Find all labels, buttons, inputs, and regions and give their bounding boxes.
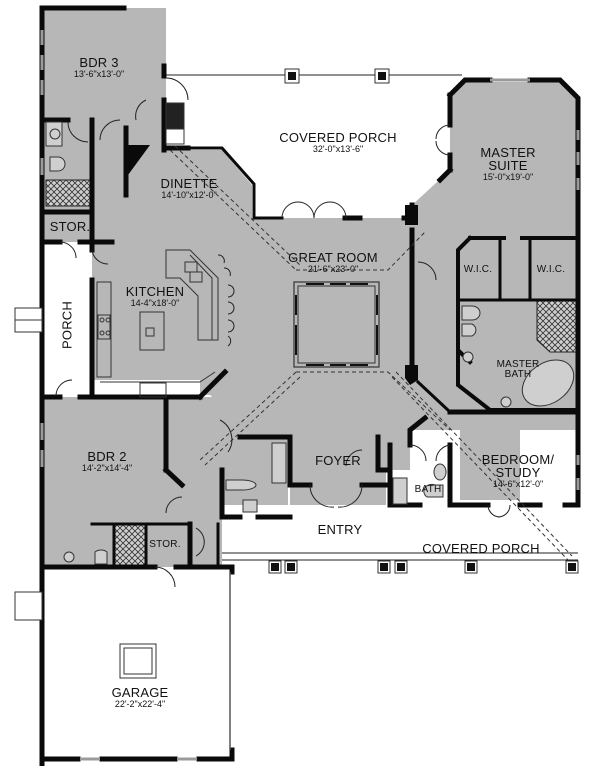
room-name: COVERED PORCH bbox=[279, 130, 397, 145]
entry-area bbox=[222, 505, 390, 567]
room-name: FOYER bbox=[315, 453, 361, 468]
room-stor-1 bbox=[42, 220, 92, 242]
ceiling-lines bbox=[169, 145, 573, 561]
room-label-dinette: DINETTE 14'-10"x12'-0" bbox=[160, 177, 217, 200]
garage-side-stoop bbox=[14, 591, 43, 621]
room-bdr3 bbox=[42, 8, 166, 120]
columns bbox=[268, 68, 579, 574]
room-name-line1: MASTER bbox=[496, 359, 540, 370]
room-label-master-bath: MASTER BATH bbox=[497, 360, 540, 380]
walls bbox=[39, 5, 581, 766]
room-label-stor-1: STOR. bbox=[50, 220, 91, 233]
room-name: DINETTE bbox=[160, 176, 218, 191]
room-name: GREAT ROOM bbox=[288, 250, 378, 265]
room-dimensions: 22'-2"x22'-4" bbox=[114, 699, 166, 709]
room-name-line2: BATH bbox=[504, 369, 532, 380]
doors bbox=[17, 77, 511, 617]
exterior-areas bbox=[42, 74, 578, 759]
room-label-covered-porch-front: COVERED PORCH bbox=[422, 542, 539, 555]
room-bdr2 bbox=[42, 397, 182, 517]
room-dimensions: 21'-6"x23'-0" bbox=[307, 264, 359, 274]
room-label-stor-2: STOR. bbox=[149, 540, 180, 550]
room-dimensions: 32'-0"x13'-6" bbox=[312, 144, 364, 154]
room-label-bdr3: BDR 3 13'-6"x13'-0" bbox=[74, 56, 124, 79]
kitchen-fixtures bbox=[96, 102, 235, 398]
room-name-line2: SUITE bbox=[488, 158, 528, 173]
room-dimensions: 13'-6"x13'-0" bbox=[73, 69, 125, 79]
room-dimensions: 14'-6"x12'-0" bbox=[492, 479, 544, 489]
room-name: W.I.C. bbox=[463, 264, 493, 275]
room-name-line1: BEDROOM/ bbox=[481, 452, 555, 467]
room-name: STOR. bbox=[49, 219, 91, 234]
room-name: BDR 3 bbox=[79, 55, 119, 70]
room-name: BATH bbox=[414, 484, 442, 495]
room-name: KITCHEN bbox=[125, 284, 185, 299]
porch-side-area bbox=[42, 242, 92, 380]
room-label-bath: BATH bbox=[415, 485, 442, 495]
room-dimensions: 15'-0"x19'-0" bbox=[482, 172, 534, 182]
room-label-bedroom-study: BEDROOM/ STUDY 14'-6"x12'-0" bbox=[482, 453, 554, 489]
room-dimensions: 14-4"x18'-0" bbox=[130, 298, 180, 308]
room-label-covered-porch-rear: COVERED PORCH 32'-0"x13'-6" bbox=[279, 131, 396, 154]
room-label-master-suite: MASTER SUITE 15'-0"x19'-0" bbox=[480, 146, 535, 182]
room-name: ENTRY bbox=[317, 522, 363, 537]
porch-steps bbox=[14, 307, 43, 333]
room-name: COVERED PORCH bbox=[422, 541, 540, 556]
skylight bbox=[293, 281, 380, 368]
room-label-kitchen: KITCHEN 14-4"x18'-0" bbox=[126, 285, 184, 308]
room-label-wic-right: W.I.C. bbox=[537, 265, 565, 275]
room-name: BDR 2 bbox=[87, 449, 127, 464]
bath-fixtures bbox=[45, 121, 575, 565]
room-label-garage: GARAGE 22'-2"x22'-4" bbox=[112, 686, 169, 709]
room-label-great-room: GREAT ROOM 21'-6"x23'-0" bbox=[288, 251, 378, 274]
room-label-porch-side: PORCH bbox=[59, 301, 75, 349]
room-label-foyer: FOYER bbox=[315, 454, 361, 467]
room-label-entry: ENTRY bbox=[318, 523, 363, 536]
windows bbox=[40, 30, 580, 761]
room-dimensions: 14'-10"x12'-0" bbox=[161, 190, 217, 200]
attic-access bbox=[119, 643, 157, 679]
room-label-wic-left: W.I.C. bbox=[464, 265, 492, 275]
room-name: STOR. bbox=[149, 539, 181, 550]
room-name-line1: MASTER bbox=[480, 145, 536, 160]
room-name-line2: STUDY bbox=[495, 465, 541, 480]
room-name: PORCH bbox=[59, 301, 75, 349]
room-dimensions: 14'-2"x14'-4" bbox=[81, 463, 133, 473]
covered-porch-front-area bbox=[390, 430, 578, 567]
room-name: GARAGE bbox=[111, 685, 169, 700]
room-name: W.I.C. bbox=[536, 264, 566, 275]
covered-porch-rear-area bbox=[166, 74, 450, 218]
room-label-bdr2: BDR 2 14'-2"x14'-4" bbox=[82, 450, 132, 473]
